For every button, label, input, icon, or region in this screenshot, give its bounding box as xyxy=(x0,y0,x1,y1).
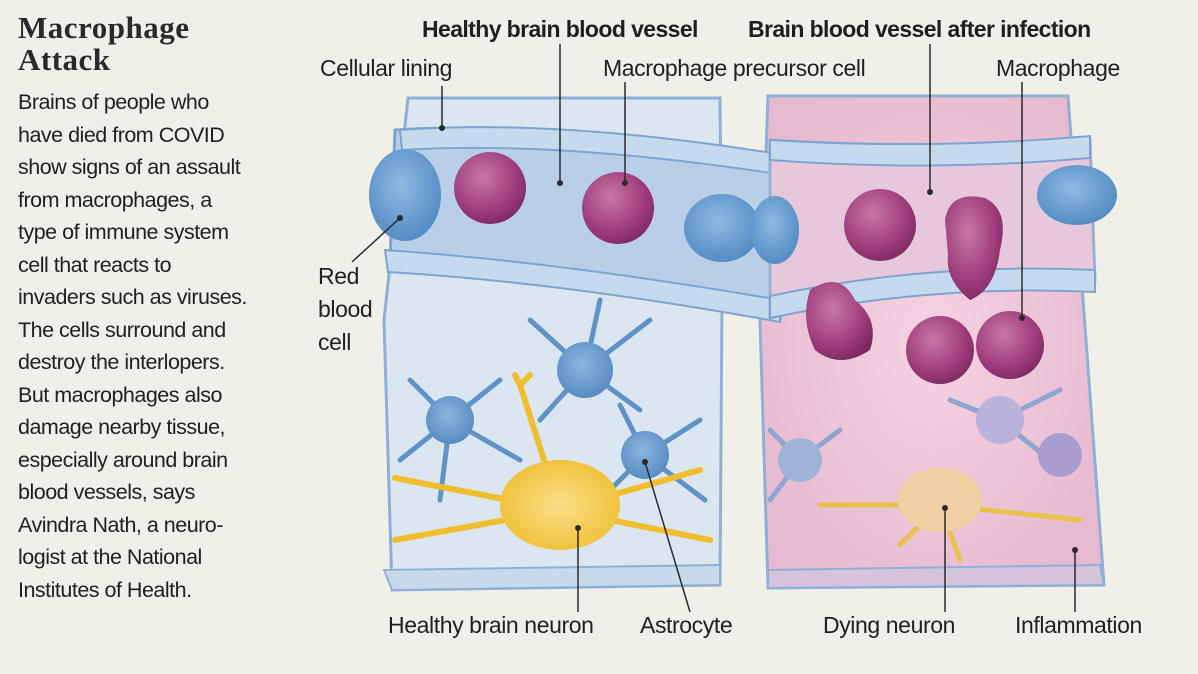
body-line: type of immune system xyxy=(18,220,229,244)
astrocyte-cell xyxy=(1038,433,1082,477)
body-line: Avindra Nath, a neuro- xyxy=(18,512,223,537)
red-blood-cell xyxy=(1037,165,1117,225)
body-line: have died from COVID xyxy=(18,122,225,147)
body-line: Brains of people who xyxy=(18,90,209,114)
body-line: Institutes of Health. xyxy=(18,577,192,602)
sidebar-title: Macrophage Attack xyxy=(18,12,189,76)
astrocyte-cell xyxy=(426,396,474,444)
dying-neuron xyxy=(817,502,1083,563)
leader-dots xyxy=(397,125,1078,553)
label-red-blood-cell-line: Red xyxy=(318,263,359,289)
macrophage-precursor-cell xyxy=(454,152,526,224)
red-blood-cell xyxy=(751,196,799,264)
heading-healthy-vessel: Healthy brain blood vessel xyxy=(422,16,698,42)
red-blood-cell xyxy=(684,194,760,262)
body-line: from macrophages, a xyxy=(18,187,212,212)
body-line: blood vessels, says xyxy=(18,480,195,504)
astrocyte-cell xyxy=(778,438,822,482)
body-line: destroy the interlopers. xyxy=(18,350,225,374)
heading-infected-vessel: Brain blood vessel after infection xyxy=(748,16,1091,42)
body-line: cell that reacts to xyxy=(18,252,172,277)
sidebar-title-line: Attack xyxy=(18,42,111,77)
cellular-lining-bottom xyxy=(383,248,781,324)
body-line: show signs of an assault xyxy=(18,155,241,179)
neuron-body xyxy=(500,460,620,550)
body-line: damage nearby tissue, xyxy=(18,415,226,439)
infected-blood-vessel xyxy=(768,134,1097,321)
macrophage xyxy=(906,316,974,384)
macrophage-precursor-cell xyxy=(582,172,654,244)
macrophage xyxy=(976,311,1044,379)
astrocyte-cell xyxy=(621,431,669,479)
body-line: especially around brain xyxy=(18,447,228,472)
sidebar-title-line: Macrophage xyxy=(18,10,190,45)
label-healthy-neuron: Healthy brain neuron xyxy=(388,612,594,638)
body-line: logist at the National xyxy=(18,545,202,569)
macrophage xyxy=(806,282,873,360)
label-inflammation: Inflammation xyxy=(1015,612,1142,638)
astrocyte-cell xyxy=(557,342,613,398)
astrocyte-cell xyxy=(976,396,1024,444)
label-cellular-lining: Cellular lining xyxy=(320,55,453,81)
label-red-blood-cell-line: blood xyxy=(318,296,373,322)
dying-neuron-body xyxy=(898,468,982,532)
body-line: invaders such as viruses. xyxy=(18,285,247,309)
leader-lines xyxy=(351,44,1076,613)
label-macrophage-precursor: Macrophage precursor cell xyxy=(603,55,866,81)
macrophage xyxy=(945,196,1003,300)
label-dying-neuron: Dying neuron xyxy=(823,612,956,638)
body-line: But macrophages also xyxy=(18,382,222,407)
label-astrocyte: Astrocyte xyxy=(640,612,733,638)
macrophage xyxy=(844,189,916,261)
label-red-blood-cell-line: cell xyxy=(318,329,351,355)
label-red-blood-cell: Red blood cell xyxy=(318,260,373,359)
label-macrophage: Macrophage xyxy=(996,55,1120,81)
body-line: The cells surround and xyxy=(18,317,226,342)
sidebar: Macrophage Attack Brains of people who h… xyxy=(0,0,300,674)
red-blood-cell xyxy=(369,149,441,241)
healthy-neuron xyxy=(392,372,713,543)
sidebar-body: Brains of people who have died from COVI… xyxy=(18,86,298,606)
